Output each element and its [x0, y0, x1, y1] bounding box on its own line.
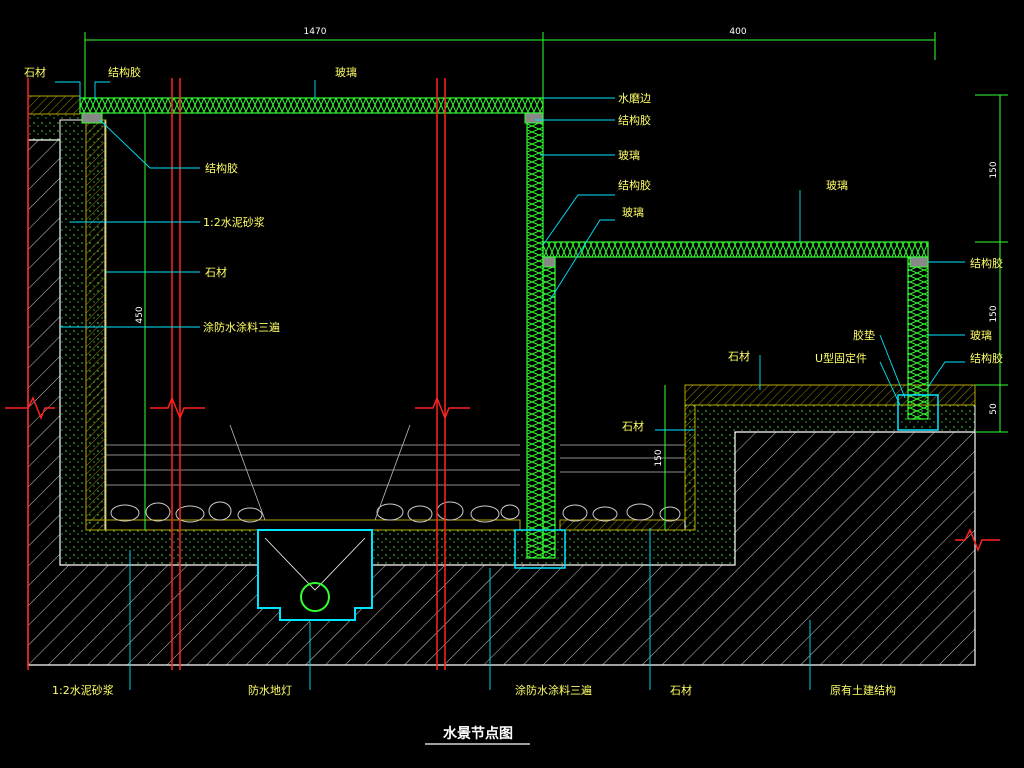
- label-struct-glue-lower: 结构胶: [970, 256, 1003, 270]
- label-glass-lower: 玻璃: [826, 178, 848, 192]
- label-polished-edge: 水磨边: [618, 92, 651, 105]
- label-existing-structure: 原有土建结构: [830, 683, 896, 697]
- label-glue-pad: 胶垫: [853, 328, 875, 342]
- label-stone-pool-wall: 石材: [622, 419, 644, 433]
- label-cement-mortar-left: 1:2水泥砂浆: [203, 215, 265, 229]
- waterproof-light-fixture: [229, 424, 411, 621]
- dim-top-right: 400: [729, 27, 746, 37]
- label-stone-bottom: 石材: [670, 683, 692, 697]
- label-struct-glue-left: 结构胶: [205, 161, 238, 175]
- label-struct-glue-top: 结构胶: [108, 65, 141, 79]
- glass-panels: [79, 97, 939, 569]
- stone-layers: [27, 95, 976, 531]
- drawing-title: 水景节点图: [443, 725, 513, 742]
- dim-top-left: 1470: [304, 27, 327, 37]
- label-waterproof-left: 涂防水涂料三遍: [203, 320, 280, 334]
- dim-right-upper: 150: [989, 161, 999, 178]
- label-glass-top: 玻璃: [335, 65, 357, 79]
- label-struct-glue-right1: 结构胶: [618, 113, 651, 127]
- label-u-fixing: U型固定件: [815, 351, 867, 365]
- label-glass-right1: 玻璃: [618, 148, 640, 162]
- pebbles: [110, 501, 681, 523]
- leader-lines: [55, 80, 965, 690]
- label-waterproof-light: 防水地灯: [248, 683, 292, 697]
- dim-left-height: 450: [135, 306, 145, 323]
- label-struct-glue-right2: 结构胶: [618, 178, 651, 192]
- label-waterproof-bottom: 涂防水涂料三遍: [515, 683, 592, 697]
- dimension-labels: 1470 400 150 150 50 450 150: [135, 27, 999, 467]
- water-surface-lines: [106, 444, 685, 486]
- label-struct-glue-u: 结构胶: [970, 351, 1003, 365]
- label-stone-top-left: 石材: [24, 65, 46, 79]
- label-stone-inner: 石材: [205, 265, 227, 279]
- dim-pool-depth: 150: [654, 449, 664, 466]
- label-glass-right2: 玻璃: [622, 205, 644, 219]
- label-glass-vertical-right: 玻璃: [970, 328, 992, 342]
- section-break-lines: [5, 78, 1000, 670]
- dim-right-middle: 150: [989, 305, 999, 322]
- annotation-labels: 石材 结构胶 玻璃 水磨边 结构胶 玻璃 结构胶 玻璃 玻璃 结构胶 胶垫 玻璃…: [24, 65, 1003, 697]
- drawing-title-block: 水景节点图: [425, 725, 530, 745]
- dim-right-lower: 50: [989, 403, 999, 415]
- label-stone-upper-step: 石材: [728, 349, 750, 363]
- dimension-lines: [84, 32, 1008, 530]
- label-cement-mortar-bottom: 1:2水泥砂浆: [52, 683, 114, 697]
